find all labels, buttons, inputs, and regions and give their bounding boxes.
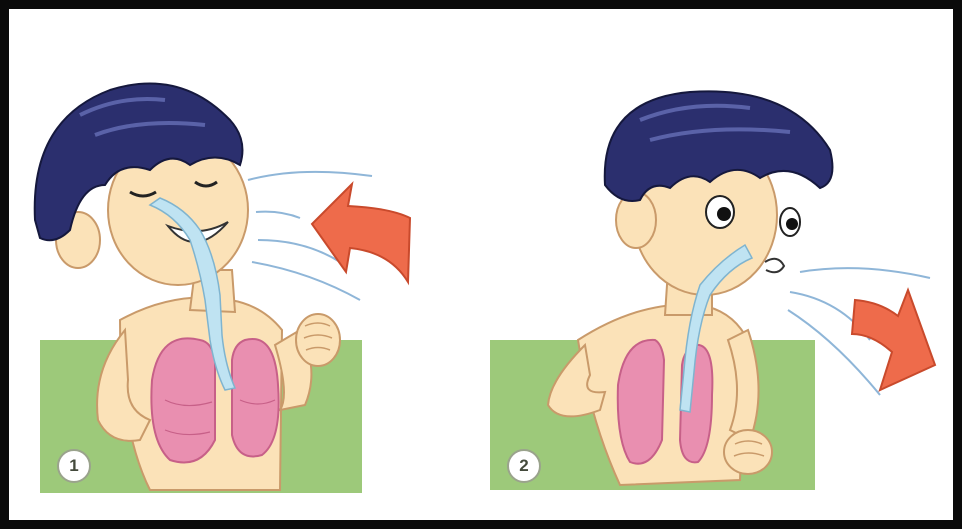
exhale-arrow [852, 290, 935, 390]
lung-left-1 [151, 338, 215, 462]
panel-1-inhale [35, 83, 410, 493]
pursed-mouth-2 [765, 259, 784, 272]
lung-right-1 [232, 339, 279, 456]
lung-left-2 [618, 340, 664, 464]
airflow-line-1a [248, 172, 372, 180]
panel-2-exhale [490, 91, 935, 490]
airflow-line-1b [256, 212, 300, 218]
fist-1 [296, 314, 340, 366]
panel-number-badge-1: 1 [57, 449, 91, 483]
panel-number-badge-2: 2 [507, 449, 541, 483]
inhale-arrow [312, 184, 410, 282]
airflow-line-2a [800, 268, 930, 278]
fist-2 [724, 430, 772, 474]
